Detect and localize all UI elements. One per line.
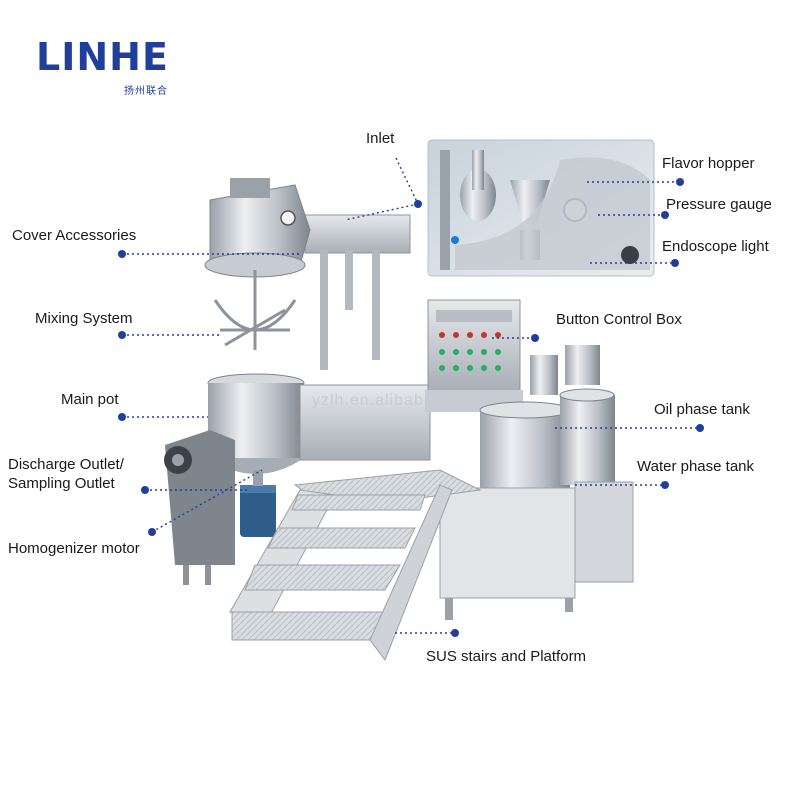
label-flavor-hopper: Flavor hopper [662, 155, 755, 172]
dot-water-phase-tank [661, 481, 669, 489]
label-water-phase-tank: Water phase tank [637, 458, 755, 475]
label-endoscope-light: Endoscope light [662, 238, 769, 255]
label-main-pot: Main pot [61, 391, 119, 408]
callout-dots [118, 178, 704, 637]
dot-oil-phase-tank [696, 424, 704, 432]
label-sampling-outlet: Sampling Outlet [8, 475, 115, 492]
discharge-frame [164, 430, 235, 585]
label-sus-stairs: SUS stairs and Platform [426, 648, 587, 665]
label-cover-accessories: Cover Accessories [12, 227, 137, 244]
dot-cover-accessories [118, 250, 126, 258]
dot-mixing-system [118, 331, 126, 339]
dot-discharge-outlet [141, 486, 149, 494]
label-pressure-gauge: Pressure gauge [666, 196, 772, 213]
label-discharge-outlet: Discharge Outlet/ [8, 456, 124, 473]
dot-button-control-box [531, 334, 539, 342]
label-inlet: Inlet [366, 130, 395, 147]
detail-inset [427, 139, 655, 277]
platform-cabinet [439, 481, 634, 620]
dot-pressure-gauge [661, 211, 669, 219]
dot-flavor-hopper [676, 178, 684, 186]
homogenizer-motor [240, 470, 276, 537]
dot-sus-stairs [451, 629, 459, 637]
main-pot-body [207, 373, 431, 474]
lid-assembly [204, 178, 411, 370]
dot-homogenizer-motor [148, 528, 156, 536]
label-button-control-box: Button Control Box [556, 311, 682, 328]
label-oil-phase-tank: Oil phase tank [654, 401, 750, 418]
watermark: yzlh.en.alibaba.com [312, 392, 473, 409]
brand-logo: LINHE 扬州联合 [36, 35, 169, 97]
mixing-paddles [213, 270, 297, 350]
label-mixing-system: Mixing System [35, 310, 133, 327]
dot-main-pot [118, 413, 126, 421]
dot-endoscope-light [671, 259, 679, 267]
brand-subtitle: 扬州联合 [124, 86, 168, 97]
brand-name: LINHE [36, 35, 169, 79]
leader-lines [122, 157, 700, 634]
stairs [229, 484, 453, 662]
phase-tanks [479, 345, 615, 495]
control-box [425, 299, 523, 412]
label-homogenizer-motor: Homogenizer motor [8, 540, 140, 557]
dot-inlet [414, 200, 422, 208]
